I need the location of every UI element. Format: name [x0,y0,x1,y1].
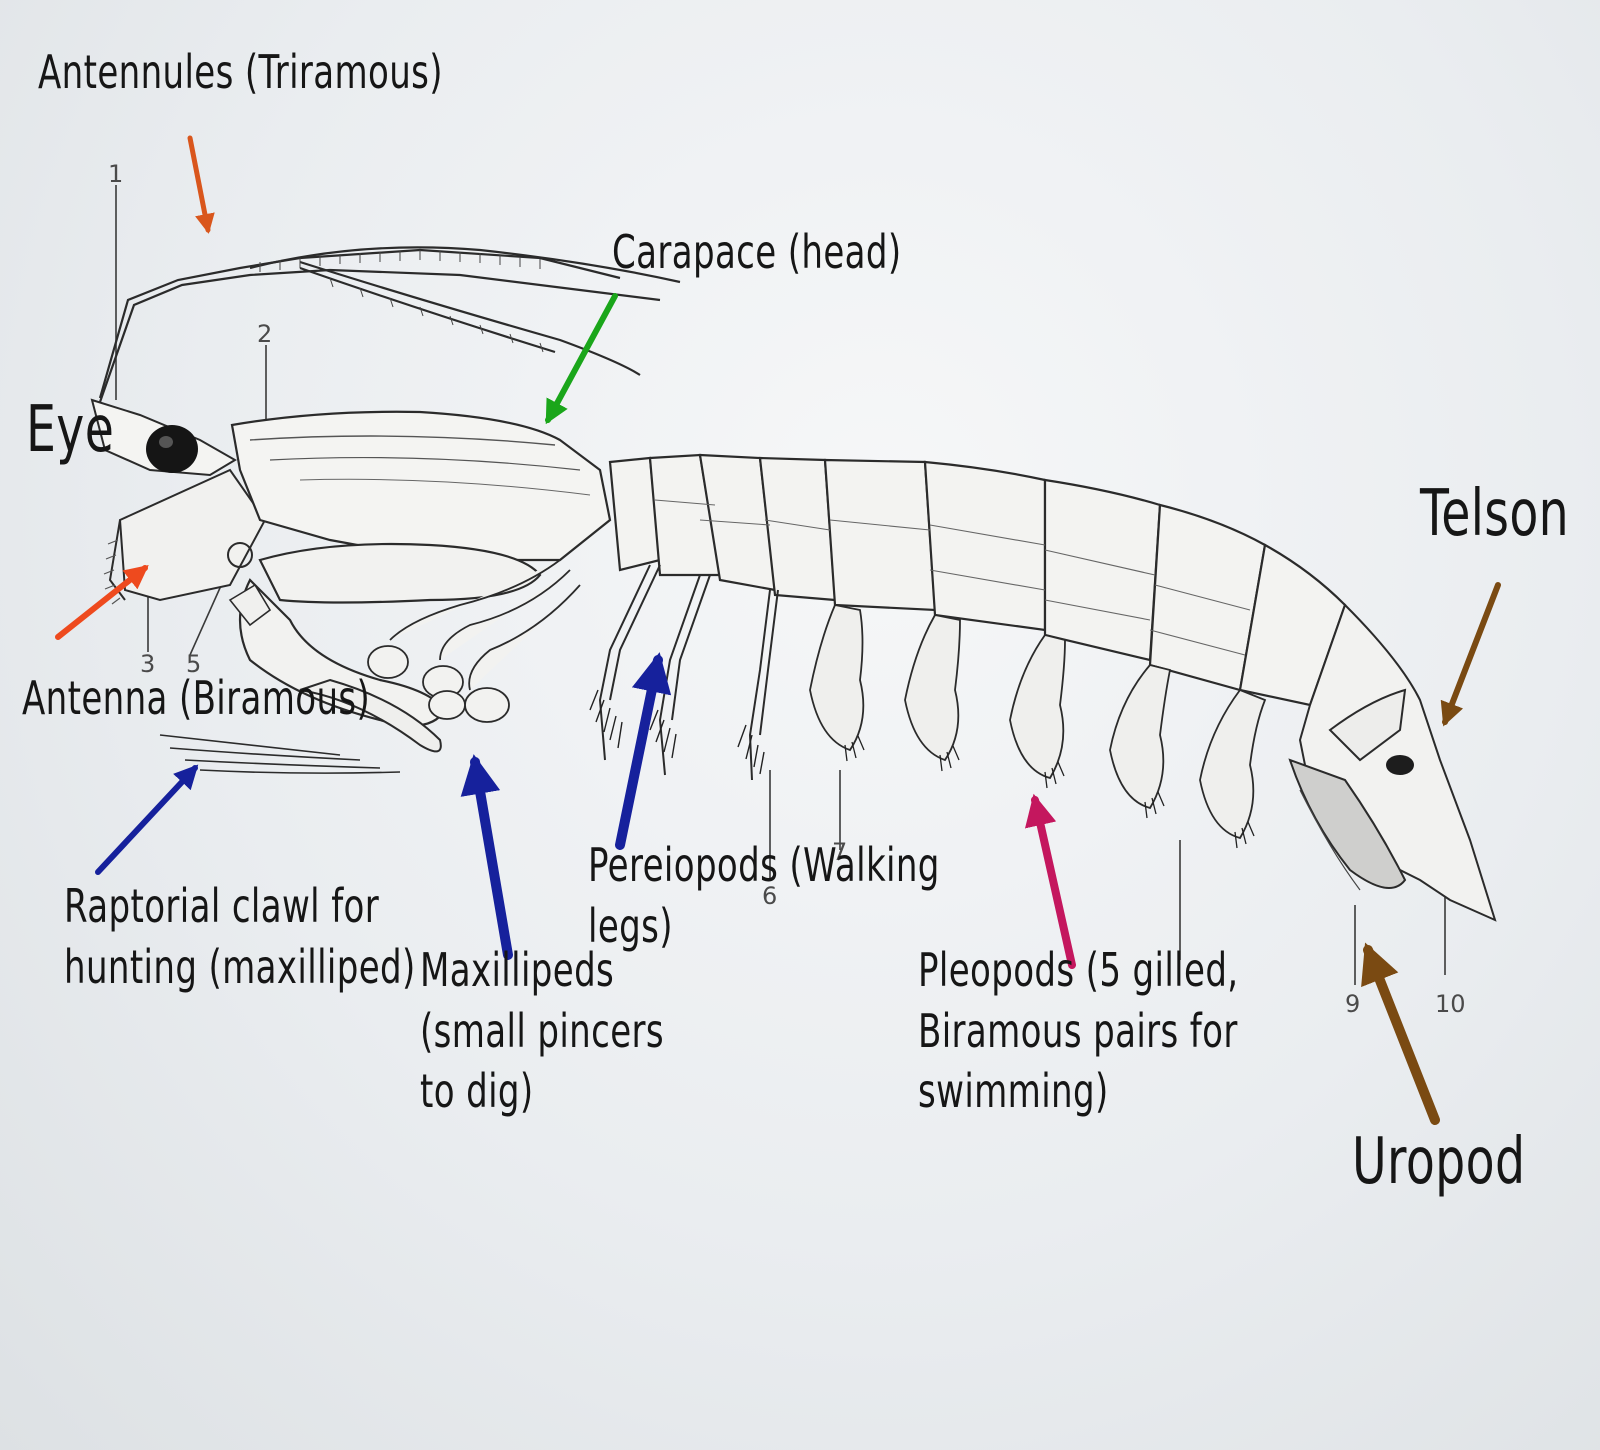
callout-number: 9 [1345,990,1361,1018]
label-antennules: Antennules (Triramous) [38,45,443,99]
segment-ridges [654,499,1251,656]
label-eye: Eye [26,393,115,467]
pereiopods-arrow [615,652,672,850]
abdomen-drawing [608,453,1347,707]
label-maxillipeds: Maxillipeds (small pincers to dig) [420,943,664,1119]
label-telson: Telson [1420,477,1570,551]
tail-fan-drawing [1288,603,1497,922]
callout-number: 1 [108,160,124,188]
antenna-arrow [55,565,149,640]
callout-number: 2 [257,320,273,348]
label-pleopods: Pleopods (5 gilled, Biramous pairs for s… [918,943,1239,1119]
antennules-drawing [98,246,681,403]
abdomen-segment [1043,478,1162,662]
eye-dot [146,425,198,473]
carapace-arrow [545,293,618,425]
uropod-arrow [1361,942,1440,1125]
callout-number: 10 [1435,990,1466,1018]
annotation-arrows [55,135,1501,1125]
abdomen-segment [923,460,1047,632]
maxillipeds-drawing [367,559,581,723]
label-pereiopods: Pereiopods (Walking legs) [588,838,940,953]
abdomen-segment [823,458,937,612]
callout-number: 6 [762,882,778,910]
telson-arrow [1440,582,1501,727]
carapace-drawing [230,410,612,562]
antennules-arrow [187,135,215,234]
raptorial-arrow [95,764,199,875]
raptorial-claw-drawing [159,542,542,774]
maxillipeds-arrow [460,754,513,960]
leg-bristles [589,689,765,775]
pleopods-arrow [1024,793,1076,969]
callout-number: 3 [140,650,156,678]
callout-number: 7 [832,838,848,866]
pleopods-drawing [809,603,1267,840]
head-front-drawing [90,398,267,605]
label-antenna: Antenna (Biramous) [22,671,371,725]
callout-number: 5 [186,650,202,678]
claw-spines [159,734,401,774]
label-carapace: Carapace (head) [612,225,902,279]
label-uropod: Uropod [1352,1125,1526,1199]
label-raptorial-claw: Raptorial clawl for hunting (maxilliped) [64,879,416,994]
pleopod-bristles [844,735,1255,849]
pereiopods-drawing [598,564,779,781]
